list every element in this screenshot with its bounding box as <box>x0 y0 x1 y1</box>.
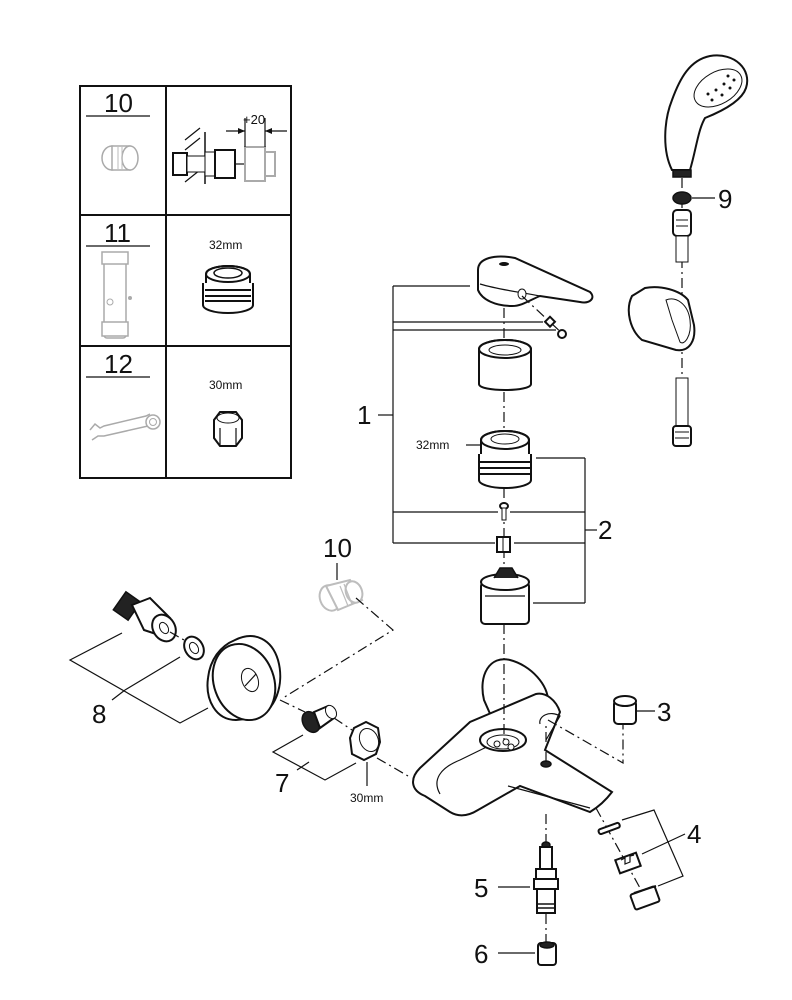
callout-7: 7 <box>275 768 289 798</box>
adapter <box>496 536 511 553</box>
callout-8: 8 <box>92 699 106 729</box>
lever-handle <box>477 255 594 308</box>
bracket-7 <box>271 734 357 781</box>
callout-5: 5 <box>474 873 488 903</box>
dimension-label: 32mm <box>209 238 242 252</box>
aerator-gasket <box>597 821 621 836</box>
escutcheon-rosette <box>206 635 282 722</box>
washer-9 <box>672 191 692 205</box>
bracket-2 <box>510 457 597 604</box>
callout-2: 2 <box>598 515 612 545</box>
seal-washer <box>183 635 205 661</box>
union-nut-30mm <box>348 720 382 762</box>
bracket-8 <box>68 632 209 724</box>
bracket-1 <box>378 285 556 544</box>
table-item-number: 12 <box>104 349 133 379</box>
extension-10-ghost <box>318 578 364 612</box>
wall-mount-detail-icon: +20 <box>172 112 287 184</box>
shower-hose-bottom <box>672 377 692 447</box>
cover-plug <box>557 329 567 339</box>
callout-4: 4 <box>687 819 701 849</box>
dimension-label-30mm: 30mm <box>350 791 383 805</box>
callout-1: 1 <box>357 400 371 430</box>
grub-screw <box>543 315 557 329</box>
cartridge-nut-icon <box>202 265 254 314</box>
shower-hose-top <box>672 209 692 263</box>
aerator-housing <box>629 885 661 911</box>
knob-6 <box>537 941 557 966</box>
callout-6: 6 <box>474 939 488 969</box>
table-item-number: 10 <box>104 88 133 118</box>
dimension-label: +20 <box>243 112 265 127</box>
aerator-insert <box>613 851 643 875</box>
diverter-5 <box>533 841 559 914</box>
dimension-label: 30mm <box>209 378 242 392</box>
spanner-icon <box>89 413 161 441</box>
cap-3 <box>613 695 637 725</box>
screw <box>499 502 509 521</box>
hand-shower <box>664 54 749 178</box>
mixer-body <box>412 658 614 817</box>
cartridge <box>480 567 530 625</box>
s-union <box>112 590 177 643</box>
wall-holder <box>627 286 696 352</box>
cartridge-nut-32mm <box>478 430 532 489</box>
bracket-4 <box>621 809 686 887</box>
union-nut-icon <box>213 411 243 447</box>
dimension-label-32mm: 32mm <box>416 438 449 452</box>
handle-sleeve <box>478 339 532 391</box>
table-item-number: 11 <box>104 218 131 248</box>
callout-10: 10 <box>323 533 352 563</box>
eccentric-connector <box>301 704 338 734</box>
callout-9: 9 <box>718 184 732 214</box>
callout-3: 3 <box>657 697 671 727</box>
cartridge-tool-icon <box>101 251 132 339</box>
extension-icon <box>101 145 139 171</box>
accessory-table: 10 +20 <box>79 85 292 479</box>
